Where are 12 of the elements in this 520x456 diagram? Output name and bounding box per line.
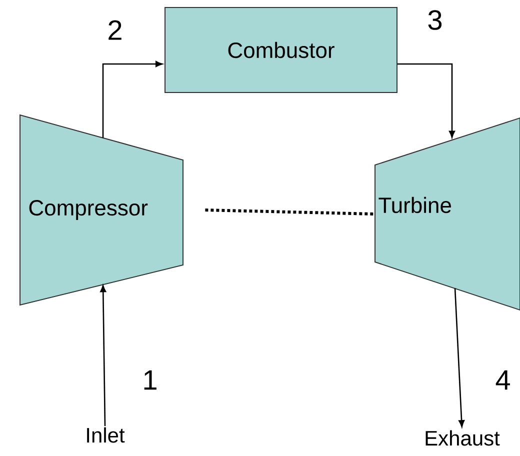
shaft-line	[205, 208, 375, 216]
edge-label: 2	[108, 20, 122, 40]
combustor-box: Combustor	[164, 7, 398, 93]
arrow	[102, 61, 163, 138]
edge-label: 1	[144, 370, 156, 390]
arrow	[100, 285, 106, 426]
exhaust-label: Exhaust	[426, 430, 500, 446]
edge-label: 4	[496, 370, 510, 390]
arrow	[398, 63, 455, 138]
edge-label: 3	[428, 10, 442, 30]
arrow	[454, 288, 465, 428]
inlet-label: Inlet	[87, 427, 125, 443]
